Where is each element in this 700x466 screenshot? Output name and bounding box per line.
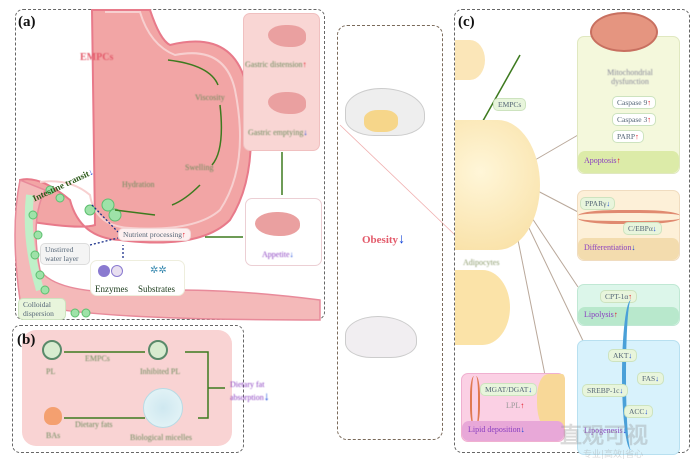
gastric-emptying-label: Gastric emptying↓ [248, 128, 308, 137]
dietary-fats-label: Dietary fats [75, 420, 113, 429]
adipocyte-small-2 [455, 270, 510, 345]
watermark-slogan: 专业|高效|省心 [583, 450, 644, 460]
stomach-icon-emptying [268, 92, 306, 114]
obesity-label: Obesity↓ [362, 232, 406, 247]
caspase9-label: Caspase 9↑ [612, 96, 656, 109]
fat-tissue-icon [364, 110, 398, 132]
akt-label: AKT↓ [608, 349, 638, 362]
stomach-inner [39, 11, 241, 230]
adipocyte-small-1 [455, 40, 485, 80]
panel-b-frame [12, 325, 244, 453]
step-swelling: Swelling [185, 163, 214, 172]
panel-a-frame [15, 9, 325, 320]
panel-b-label: (b) [17, 332, 36, 348]
enzyme-substrate-box [90, 260, 185, 296]
panel-a-label: (a) [18, 14, 36, 30]
pl-label: PL [46, 367, 56, 376]
watermark-logo: 直观可视 [560, 424, 649, 449]
middle-frame [337, 25, 443, 440]
cebp-label: C/EBPα↓ [623, 222, 662, 235]
adipocyte-large [455, 120, 540, 250]
srebp-label: SREBP-1c↓ [582, 384, 629, 397]
enzymes-label: Enzymes [95, 284, 128, 294]
nutrient-processing-label: Nutrient processing↑ [118, 228, 191, 241]
gel-particles [28, 185, 122, 318]
lpl-label: LPL↑ [506, 401, 525, 410]
inhibited-pl-icon [148, 340, 168, 360]
mgat-label: MGAT/DGAT↓ [480, 383, 538, 396]
obesity-text: Obesity [362, 234, 399, 246]
appetite-label: Appetite↓ [262, 250, 294, 259]
parp-label: PARP↑ [612, 130, 644, 143]
pl-enzyme-icon [42, 340, 62, 360]
unstirred-layer-label: Unstirred water layer [40, 243, 90, 265]
bas-label: BAs [46, 431, 61, 440]
panel-c-label: (c) [458, 14, 475, 30]
adipocytes-label: Adipocytes [463, 258, 500, 267]
step-hydration: Hydration [122, 180, 155, 189]
panel-c-frame [454, 9, 690, 453]
mitochondria-icon [590, 12, 658, 52]
acc-label: ACC↓ [624, 405, 654, 418]
micelle-icon [143, 388, 183, 428]
ppar-label: PPARγ↓ [580, 197, 616, 210]
stomach-icon-distension [268, 25, 306, 47]
enzyme-icon-2 [111, 265, 123, 277]
differentiation-result: Differentiation↓ [578, 238, 679, 260]
dna-strand-icon [622, 300, 640, 450]
empcs-b-label: EMPCs [85, 354, 110, 363]
micelles-label: Biological micelles [130, 433, 192, 442]
colloidal-dispersion-label: Colloidal dispersion [18, 298, 66, 320]
flow-arrows [114, 54, 521, 238]
step-viscosity: Viscosity [195, 93, 225, 102]
lipogenesis-result: Lipogenesis↓ [584, 426, 627, 435]
empcs-label: EMPCs [80, 52, 114, 63]
lipid-deposition-result: Lipid deposition↓ [462, 421, 564, 441]
inhibited-pl-label: Inhibited PL [140, 367, 181, 376]
cpt-label: CPT-1α↑ [600, 290, 637, 303]
mito-dysfunction-label: Mitochondrial dysfunction [607, 68, 653, 86]
happy-stomach-icon [255, 212, 300, 236]
bas-icon [44, 407, 62, 425]
gastric-distension-label: Gastric distension↑ [245, 60, 307, 69]
fas-label: FAS↓ [637, 372, 664, 385]
substrates-label: Substrates [138, 284, 175, 294]
dna-helix-pink-icon [470, 376, 480, 426]
substrates-icon: ✲✲ [150, 265, 167, 276]
enzyme-icon [98, 265, 110, 277]
stomach-shape [19, 9, 252, 244]
apoptosis-result: Apoptosis↑ [578, 151, 679, 173]
fat-absorption-label: Dietary fat absorption↓ [230, 380, 270, 403]
lean-mouse-icon [345, 316, 417, 358]
caspase3-label: Caspase 3↑ [612, 113, 656, 126]
empcs-c-label: EMPCs [493, 98, 527, 111]
